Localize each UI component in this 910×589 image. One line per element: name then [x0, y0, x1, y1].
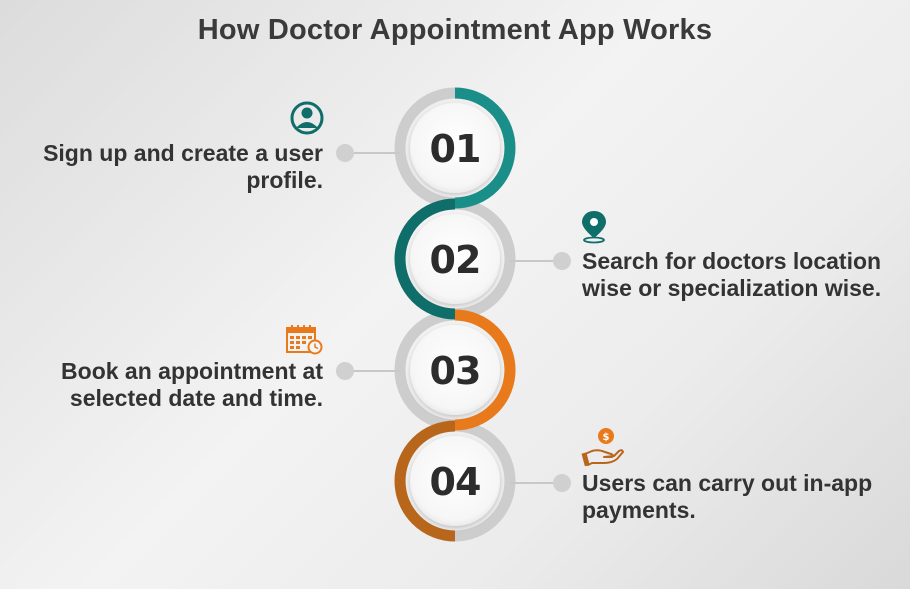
- inner-disc-02: [410, 214, 500, 304]
- user-profile-icon: [290, 101, 324, 135]
- connector-dot-03: [336, 362, 354, 380]
- step-number-03: 03: [430, 349, 481, 393]
- step-text-03-line1: Book an appointment at: [61, 358, 323, 384]
- step-text-04-line1: Users can carry out in-app: [582, 470, 873, 496]
- ring-arc-01: [454, 87, 516, 209]
- connector-dot-04: [553, 474, 571, 492]
- inner-disc-01: [410, 103, 500, 193]
- connector-02: [510, 252, 571, 270]
- page-title: How Doctor Appointment App Works: [197, 14, 713, 46]
- ring-arc-04: [394, 420, 456, 542]
- ring-arc-group: [394, 87, 516, 542]
- step-text-01: Sign up and create a user profile.: [23, 140, 323, 194]
- connector-dot-01: [336, 144, 354, 162]
- step-number-02: 02: [430, 238, 481, 282]
- step-text-02: Search for doctors location wise or spec…: [582, 248, 902, 302]
- step-text-01-line2: profile.: [246, 167, 323, 193]
- payment-hand-icon: $: [581, 428, 624, 467]
- ring-arc-02: [394, 198, 456, 320]
- inner-disc-04: [410, 436, 500, 526]
- calendar-clock-icon: [286, 325, 323, 355]
- step-text-03: Book an appointment at selected date and…: [23, 358, 323, 412]
- step-text-04: Users can carry out in-app payments.: [582, 470, 902, 524]
- step-number-01: 01: [430, 127, 481, 171]
- svg-text:$: $: [603, 432, 610, 443]
- connector-01: [336, 144, 400, 162]
- step-text-03-line2: selected date and time.: [69, 385, 323, 411]
- inner-disc-group: [410, 103, 500, 526]
- step-number-04: 04: [430, 460, 481, 504]
- inner-disc-03: [410, 325, 500, 415]
- ring-arc-03: [454, 309, 516, 431]
- location-pin-icon: [582, 211, 606, 244]
- connector-04: [510, 474, 571, 492]
- step-text-04-line2: payments.: [582, 497, 696, 523]
- connector-dot-02: [553, 252, 571, 270]
- step-text-02-line2: wise or specialization wise.: [582, 275, 882, 301]
- step-text-01-line1: Sign up and create a user: [43, 140, 323, 166]
- connector-03: [336, 362, 400, 380]
- step-text-02-line1: Search for doctors location: [582, 248, 882, 274]
